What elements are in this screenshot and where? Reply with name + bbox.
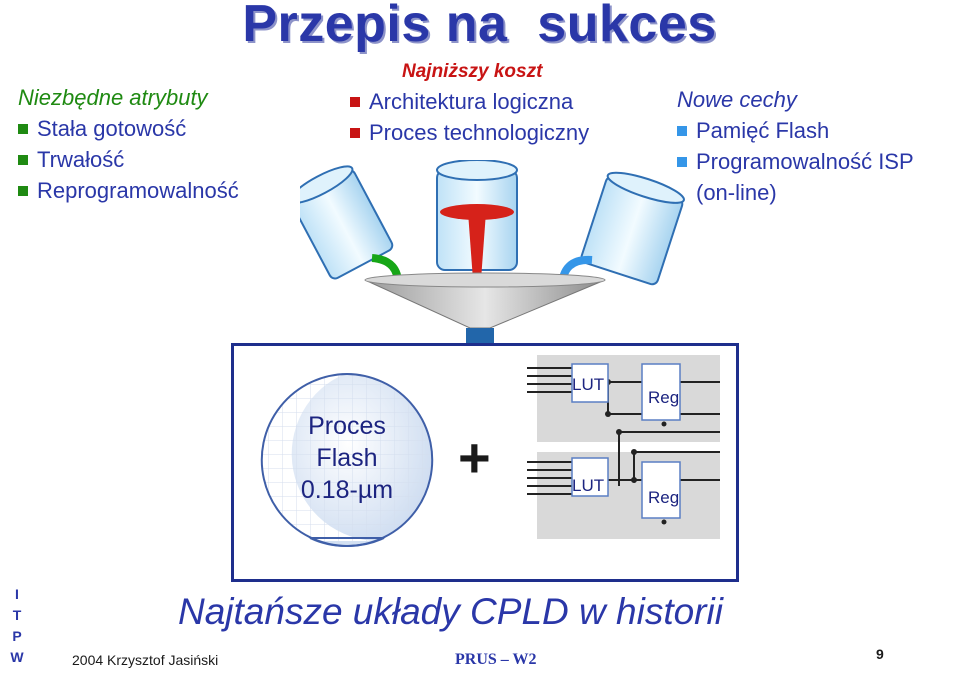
footer-author: 2004 Krzysztof Jasiński <box>72 652 219 668</box>
square-bullet-icon <box>18 185 28 196</box>
lut-label-bottom: LUT <box>572 476 605 495</box>
wafer-icon <box>260 373 434 547</box>
right-item-continuation: (on-line) <box>696 180 777 205</box>
square-bullet-icon <box>18 154 28 165</box>
itpw-logo: I T P W <box>10 586 24 665</box>
right-heading: Nowe cechy <box>677 87 797 112</box>
left-column: Niezbędne atrybuty Stała gotowość Trwało… <box>18 82 239 206</box>
right-item: Programowalność ISP <box>677 146 914 177</box>
page-number: 9 <box>876 646 884 662</box>
square-bullet-icon <box>677 125 687 136</box>
footer-tagline: Najtańsze układy CPLD w historii <box>178 591 723 632</box>
left-heading: Niezbędne atrybuty <box>18 85 208 110</box>
footer-course: PRUS – W2 <box>455 651 537 668</box>
funnel-illustration <box>300 160 685 344</box>
square-bullet-icon <box>677 156 687 167</box>
left-item: Trwałość <box>18 144 239 175</box>
logic-cells-diagram <box>527 355 720 539</box>
center-item: Proces technologiczny <box>350 117 589 148</box>
right-item: Pamięć Flash <box>677 115 914 146</box>
right-column: Nowe cechy Pamięć Flash Programowalność … <box>677 84 914 208</box>
square-bullet-icon <box>18 123 28 134</box>
left-beaker-icon <box>300 165 394 280</box>
left-item: Stała gotowość <box>18 113 239 144</box>
lut-label-top: LUT <box>572 375 605 394</box>
center-heading: Najniższy koszt <box>402 61 543 82</box>
center-column: Najniższy koszt Architektura logiczna Pr… <box>350 58 589 148</box>
right-beaker-icon <box>580 171 685 286</box>
slide-title: Przepis na sukces <box>242 0 717 53</box>
reg-label-bottom: Reg <box>648 488 680 507</box>
left-item: Reprogramowalność <box>18 175 239 206</box>
plus-sign: + <box>458 426 491 489</box>
square-bullet-icon <box>350 96 360 107</box>
square-bullet-icon <box>350 127 360 138</box>
wafer-label: Proces Flash 0.18-µm <box>300 412 394 504</box>
center-beaker-icon <box>436 160 518 280</box>
center-item: Architektura logiczna <box>350 86 589 117</box>
reg-label-top: Reg <box>648 388 680 407</box>
